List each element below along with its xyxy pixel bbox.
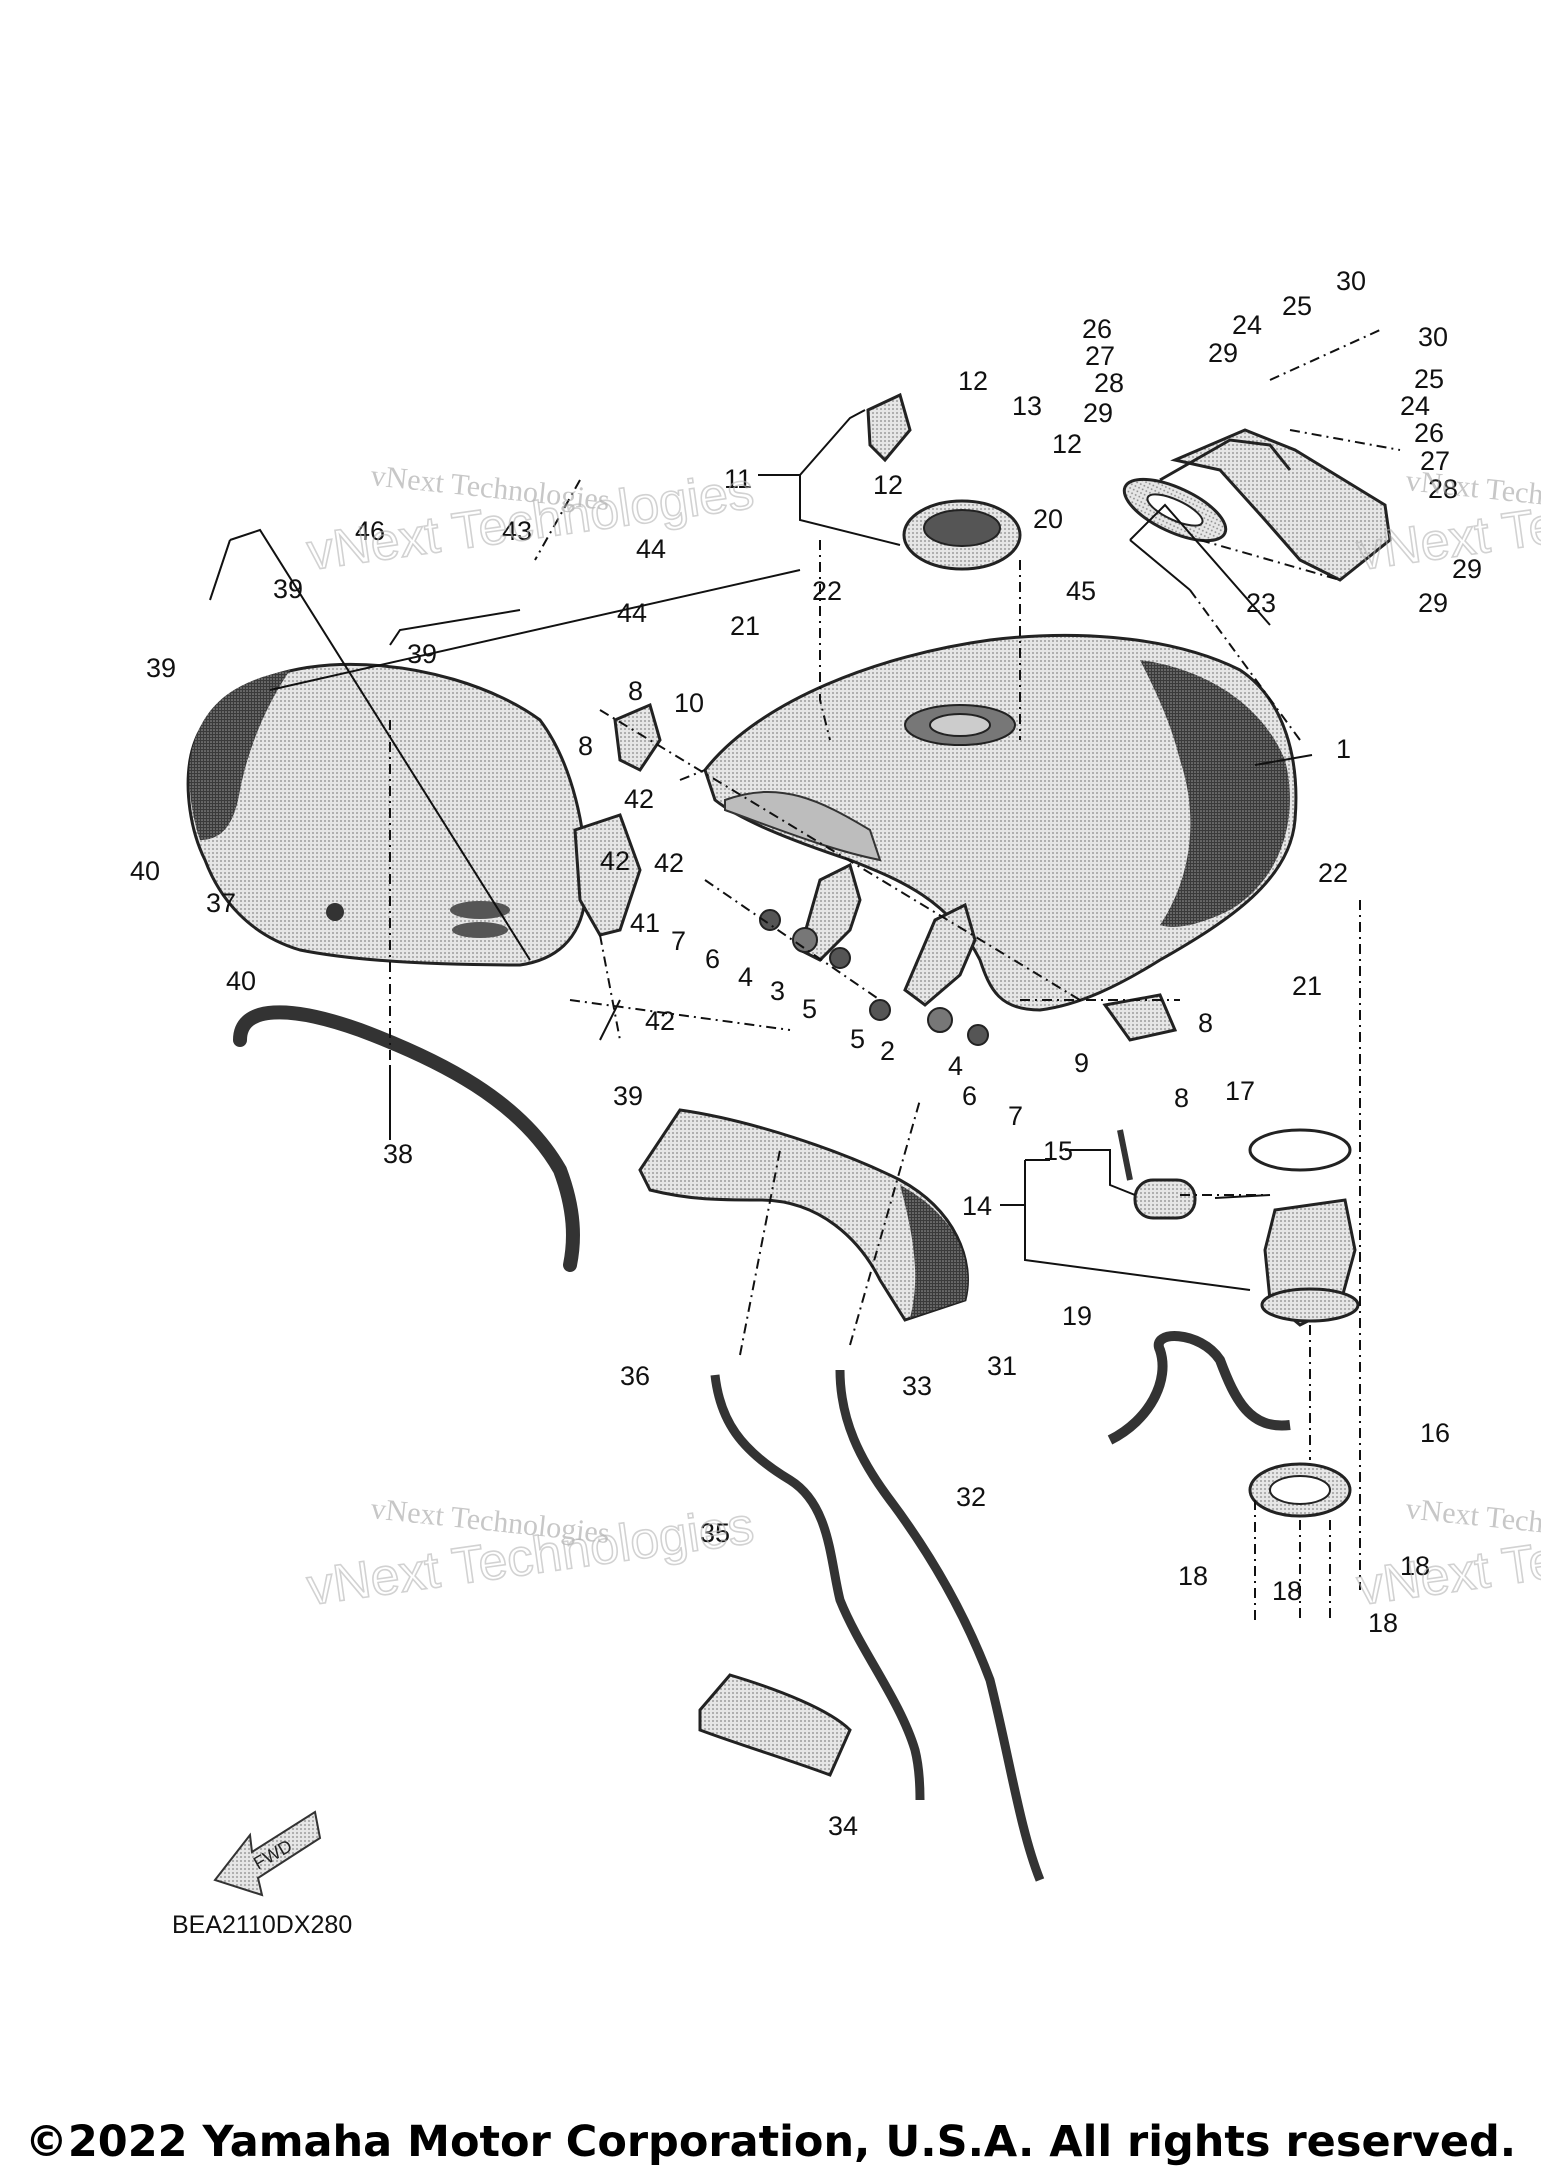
callout-6: 6 xyxy=(705,944,720,974)
callout-3: 3 xyxy=(770,976,785,1006)
callout-46: 46 xyxy=(355,516,385,546)
callout-22: 22 xyxy=(812,576,842,606)
callout-22b: 22 xyxy=(1318,858,1348,888)
callout-28: 28 xyxy=(1094,368,1124,398)
callout-44: 44 xyxy=(636,534,666,564)
callout-labels: 1 2 3 4 4 5 5 6 6 7 7 8 8 8 8 9 10 11 12… xyxy=(130,266,1482,1841)
callout-40: 40 xyxy=(130,856,160,886)
copyright-notice: ©2022 Yamaha Motor Corporation, U.S.A. A… xyxy=(24,2117,1517,2167)
callout-37: 37 xyxy=(206,888,236,918)
callout-45: 45 xyxy=(1066,576,1096,606)
fuel-pump-assembly xyxy=(1107,1128,1360,1518)
callout-14: 14 xyxy=(962,1191,992,1221)
callout-26b: 26 xyxy=(1414,418,1444,448)
callout-32: 32 xyxy=(956,1482,986,1512)
callout-18b: 18 xyxy=(1272,1576,1302,1606)
callout-29c: 29 xyxy=(1452,554,1482,584)
heat-shield xyxy=(638,1108,969,1322)
callout-29b: 29 xyxy=(1083,398,1113,428)
callout-41: 41 xyxy=(630,908,660,938)
callout-39b: 39 xyxy=(146,653,176,683)
forward-arrow: FWD xyxy=(213,1810,322,1897)
callout-39d: 39 xyxy=(613,1081,643,1111)
watermarks: vNext Technologies vNext Technologies vN… xyxy=(303,459,1541,1618)
callout-6b: 6 xyxy=(962,1081,977,1111)
callout-21b: 21 xyxy=(1292,971,1322,1001)
callout-8c: 8 xyxy=(1198,1008,1213,1038)
callout-38: 38 xyxy=(383,1139,413,1169)
callout-12b: 12 xyxy=(1052,429,1082,459)
callout-2: 2 xyxy=(880,1036,895,1066)
callout-42d: 42 xyxy=(600,846,630,876)
callout-12c: 12 xyxy=(873,470,903,500)
callout-40b: 40 xyxy=(226,966,256,996)
callout-10: 10 xyxy=(674,688,704,718)
callout-4b: 4 xyxy=(948,1051,963,1081)
tank-bracket xyxy=(1122,428,1392,582)
callout-7b: 7 xyxy=(1008,1101,1023,1131)
callout-17: 17 xyxy=(1225,1076,1255,1106)
callout-24: 24 xyxy=(1232,310,1262,340)
rear-cover xyxy=(186,662,588,967)
diagram-code: BEA2110DX280 xyxy=(172,1911,352,1939)
callout-25: 25 xyxy=(1282,291,1312,321)
callout-29d: 29 xyxy=(1418,588,1448,618)
hose-35 xyxy=(710,1374,925,1801)
callout-5: 5 xyxy=(802,994,817,1024)
callout-30: 30 xyxy=(1336,266,1366,296)
fuel-tank xyxy=(703,633,1298,1012)
callout-42: 42 xyxy=(624,784,654,814)
callout-36: 36 xyxy=(620,1361,650,1391)
callout-16: 16 xyxy=(1420,1418,1450,1448)
callout-27: 27 xyxy=(1085,341,1115,371)
fuel-cap-assembly xyxy=(866,392,1022,571)
callout-15: 15 xyxy=(1043,1136,1073,1166)
callout-44b: 44 xyxy=(617,598,647,628)
callout-42b: 42 xyxy=(654,848,684,878)
callout-29: 29 xyxy=(1208,338,1238,368)
callout-8: 8 xyxy=(628,676,643,706)
callout-39: 39 xyxy=(273,574,303,604)
callout-18c: 18 xyxy=(1368,1608,1398,1638)
callout-28b: 28 xyxy=(1428,474,1458,504)
callout-12: 12 xyxy=(958,366,988,396)
callout-18d: 18 xyxy=(1400,1551,1430,1581)
callout-27b: 27 xyxy=(1420,446,1450,476)
callout-11: 11 xyxy=(724,464,752,494)
callout-43: 43 xyxy=(502,516,532,546)
callout-23: 23 xyxy=(1246,588,1276,618)
callout-19: 19 xyxy=(1062,1301,1092,1331)
callout-30b: 30 xyxy=(1418,322,1448,352)
hose-32 xyxy=(835,1369,1045,1882)
callout-26: 26 xyxy=(1082,314,1112,344)
callout-33: 33 xyxy=(902,1371,932,1401)
callout-42c: 42 xyxy=(645,1006,675,1036)
callout-35: 35 xyxy=(700,1518,730,1548)
callout-39c: 39 xyxy=(407,639,437,669)
callout-5b: 5 xyxy=(850,1024,865,1054)
callout-21: 21 xyxy=(730,611,760,641)
hose-holder xyxy=(698,1673,852,1777)
callout-24b: 24 xyxy=(1400,391,1430,421)
callout-31: 31 xyxy=(987,1351,1017,1381)
leader-lines xyxy=(209,329,1401,1620)
callout-18: 18 xyxy=(1178,1561,1208,1591)
callout-9: 9 xyxy=(1074,1048,1089,1078)
callout-13: 13 xyxy=(1012,391,1042,421)
callout-8d: 8 xyxy=(1174,1083,1189,1113)
callout-20: 20 xyxy=(1033,504,1063,534)
callout-4: 4 xyxy=(738,962,753,992)
callout-25b: 25 xyxy=(1414,364,1444,394)
callout-8b: 8 xyxy=(578,731,593,761)
mount-brackets xyxy=(573,702,1178,1046)
callout-7: 7 xyxy=(671,926,686,956)
callout-34: 34 xyxy=(828,1811,858,1841)
seal-strip xyxy=(233,1005,580,1272)
callout-1: 1 xyxy=(1336,734,1351,764)
